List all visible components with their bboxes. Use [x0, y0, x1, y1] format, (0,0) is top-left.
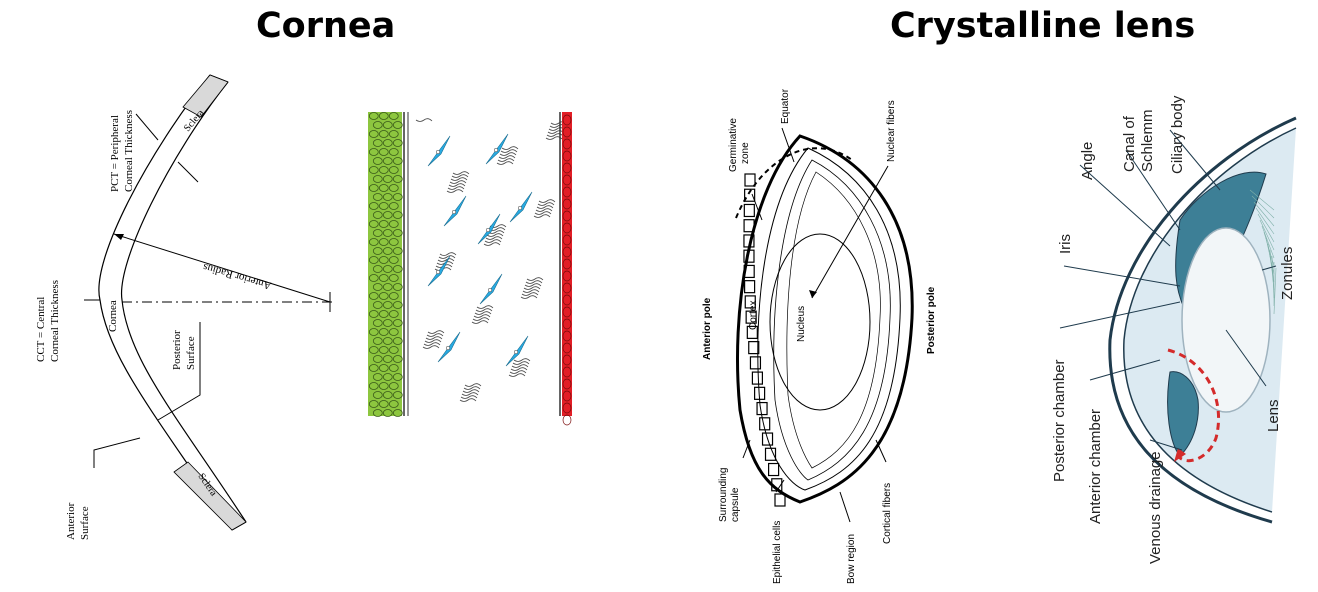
surrounding-capsule-label-2: capsule: [730, 487, 741, 522]
lens-cross-section-diagram: Germinative zone Equator Nuclear fibers …: [690, 88, 950, 590]
cornea-histology-illustration: [368, 112, 580, 426]
cornea-label: Cornea: [107, 300, 119, 332]
nucleus-label: Nucleus: [796, 306, 807, 342]
iris-label: Iris: [1057, 234, 1074, 254]
canal-of-schlemm-label: Canal of: [1121, 115, 1138, 172]
pct-label-2: Corneal Thickness: [123, 110, 135, 192]
germinative-zone-label: Germinative: [728, 118, 739, 172]
nuclear-fibers-label: Nuclear fibers: [886, 100, 897, 162]
ciliary-body-label: Ciliary body: [1169, 95, 1186, 174]
posterior-chamber-label: Posterior chamber: [1051, 359, 1068, 482]
canal-of-schlemm-label-2: Schlemm: [1139, 109, 1156, 172]
venous-drainage-label: Venous drainage: [1147, 451, 1164, 564]
anterior-surface-label-2: Surface: [79, 506, 91, 540]
lens-heading: Crystalline lens: [890, 6, 1196, 46]
posterior-pole-label: Posterior pole: [926, 286, 937, 354]
anterior-chamber-label: Anterior chamber: [1087, 409, 1104, 524]
lens-label: Lens: [1265, 399, 1282, 432]
posterior-surface-label-2: Surface: [185, 336, 197, 370]
posterior-surface-label: Posterior: [171, 330, 183, 370]
bow-region-label: Bow region: [846, 534, 857, 584]
surrounding-capsule-label: Surrounding: [718, 468, 729, 522]
cortex-label: Cortex: [748, 301, 759, 330]
germinative-zone-label-2: zone: [740, 142, 751, 164]
cct-label-2: Corneal Thickness: [49, 280, 61, 362]
cornea-profile-diagram: PCT = Peripheral Corneal Thickness Scler…: [0, 0, 350, 592]
pct-label: PCT = Peripheral: [109, 115, 121, 192]
epithelial-cells-label: Epithelial cells: [772, 521, 783, 584]
angle-label: Angle: [1079, 142, 1096, 180]
anterior-radius-label: Anterior Radius: [202, 261, 273, 292]
cct-label: CCT = Central: [35, 297, 47, 362]
cortical-fibers-label: Cortical fibers: [882, 483, 893, 544]
anterior-surface-label: Anterior: [65, 502, 77, 540]
zonules-label: Zonules: [1279, 247, 1296, 300]
equator-label: Equator: [780, 88, 791, 124]
anterior-segment-diagram: Angle Canal of Schlemm Ciliary body Iris…: [1030, 70, 1318, 592]
anterior-pole-label: Anterior pole: [702, 297, 713, 360]
cornea-heading: Cornea: [256, 6, 396, 46]
